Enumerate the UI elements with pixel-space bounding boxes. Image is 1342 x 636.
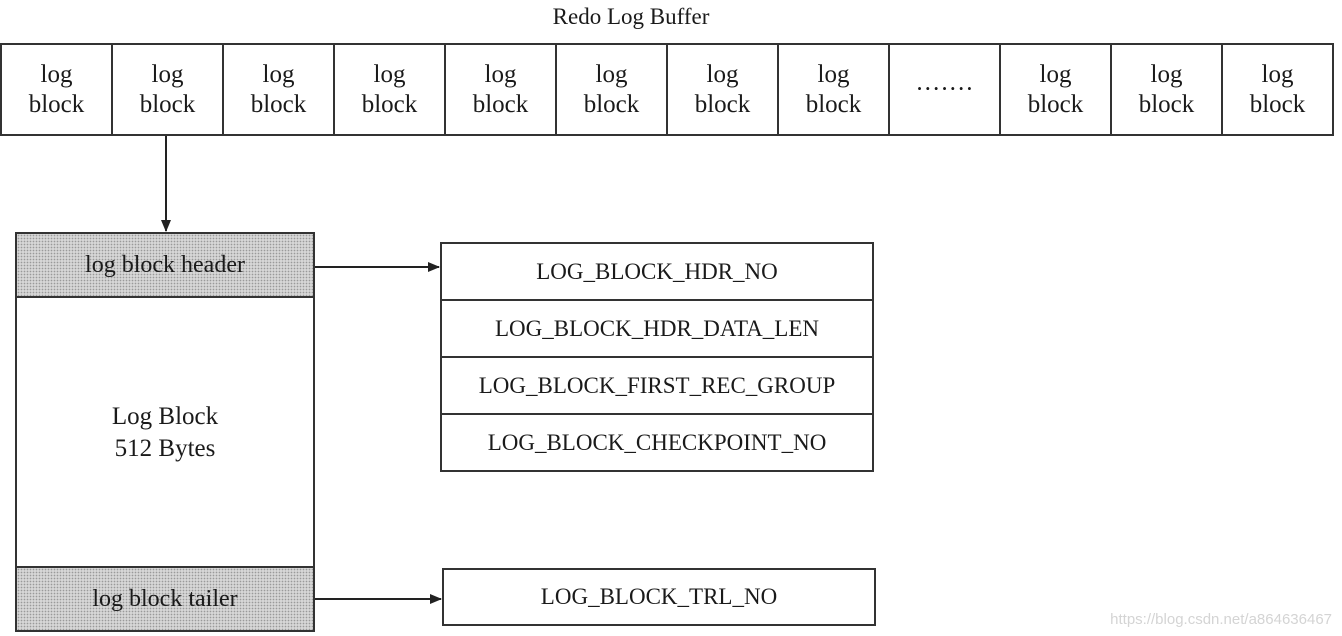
log-block-tailer-label: log block tailer xyxy=(92,585,238,612)
header-field: LOG_BLOCK_CHECKPOINT_NO xyxy=(487,429,827,455)
header-field-list: LOG_BLOCK_HDR_NO LOG_BLOCK_HDR_DATA_LEN … xyxy=(440,242,874,472)
watermark: https://blog.csdn.net/a864636467 xyxy=(1110,611,1332,628)
log-block-body-line1: Log Block xyxy=(111,403,219,430)
header-field: LOG_BLOCK_HDR_NO xyxy=(442,244,872,301)
log-block-detail: log block header Log Block 512 Bytes log… xyxy=(15,232,315,632)
log-block-body-line2: 512 Bytes xyxy=(114,435,216,462)
log-block-header: log block header xyxy=(17,234,313,298)
tailer-field: LOG_BLOCK_TRL_NO xyxy=(442,568,876,626)
log-block-header-label: log block header xyxy=(85,251,245,278)
ellipsis-cell: ······· xyxy=(890,45,1001,134)
diagram-title: Redo Log Buffer xyxy=(552,4,710,29)
header-field: LOG_BLOCK_HDR_DATA_LEN xyxy=(442,301,872,358)
log-block-body: Log Block 512 Bytes xyxy=(17,298,313,568)
log-block-tailer: log block tailer xyxy=(17,566,313,630)
header-field: LOG_BLOCK_FIRST_REC_GROUP xyxy=(442,358,872,415)
